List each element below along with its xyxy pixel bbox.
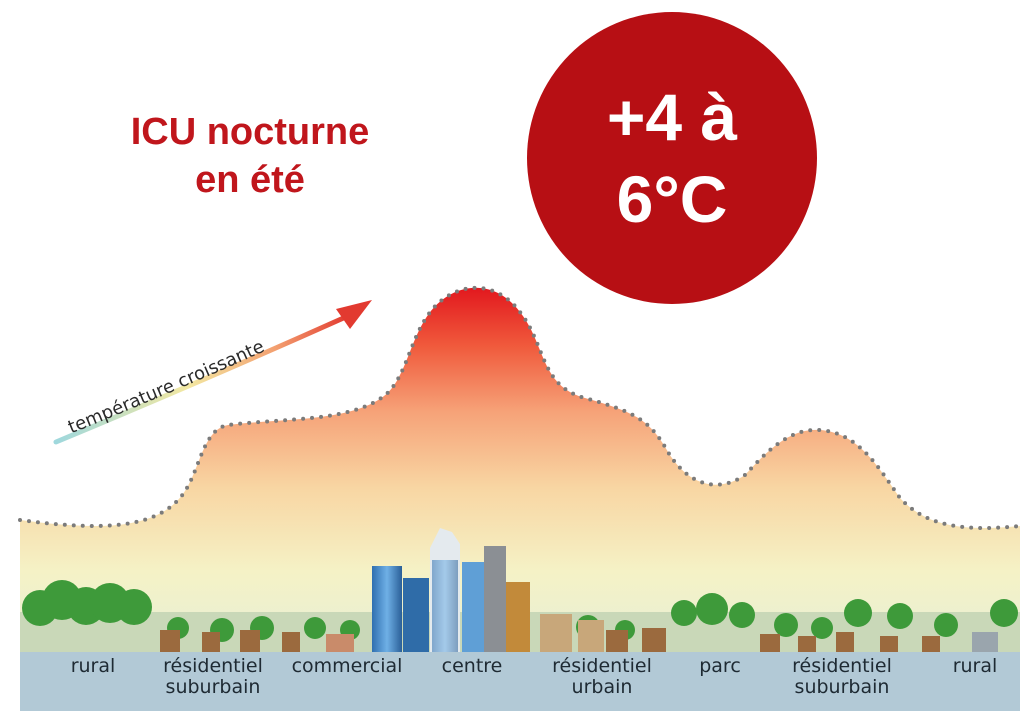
title-line-2: en été bbox=[195, 159, 305, 201]
title: ICU nocturne en été bbox=[70, 108, 430, 204]
zone-label-parc: parc bbox=[699, 655, 741, 677]
heat-dome bbox=[20, 287, 1020, 652]
downtown-towers bbox=[372, 528, 530, 652]
title-line-1: ICU nocturne bbox=[130, 111, 370, 153]
zone-label-rural-2: rural bbox=[952, 655, 998, 677]
temperature-arrow bbox=[53, 300, 372, 445]
temperature-arrow-label: température croissante bbox=[65, 336, 267, 438]
heat-dome-outline bbox=[18, 285, 1020, 530]
zone-label-rural: rural bbox=[70, 655, 116, 677]
badge-line-2: 6°C bbox=[616, 162, 728, 236]
houses bbox=[160, 614, 998, 652]
badge-line-1: +4 à bbox=[606, 80, 738, 154]
temperature-badge: +4 à 6°C bbox=[527, 12, 817, 304]
zone-label-commercial: commercial bbox=[291, 655, 403, 677]
cityscape bbox=[20, 528, 1020, 652]
zone-label-centre: centre bbox=[441, 655, 503, 677]
